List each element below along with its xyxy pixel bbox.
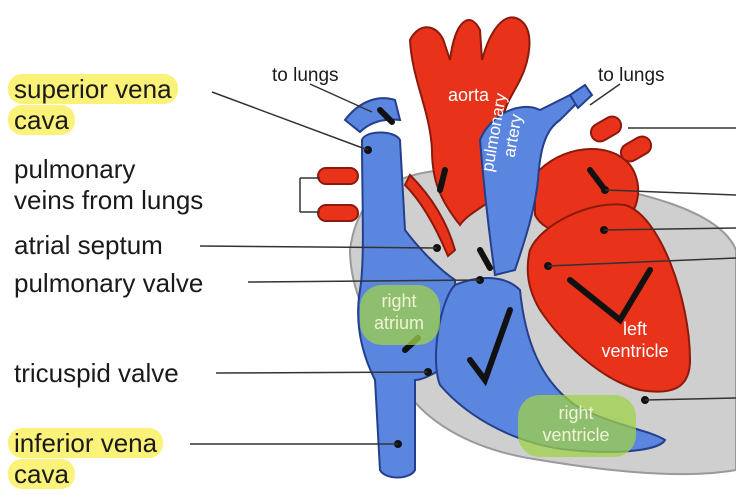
label-right-ventricle: right ventricle — [542, 403, 610, 445]
right-ventricle-highlight — [518, 395, 636, 457]
label-tricuspid-valve: tricuspid valve — [14, 358, 179, 388]
pulmonary-vein-right-1 — [589, 115, 623, 143]
label-right-atrium: right atrium — [373, 291, 424, 333]
right-ventricle-chamber — [434, 277, 667, 453]
to-lungs-vessel-right — [568, 83, 594, 110]
atrial-septum-wall — [403, 173, 457, 258]
pulmonary-vein-left-2 — [317, 204, 359, 222]
label-aorta: aorta — [448, 85, 490, 105]
pulmonary-vein-left-1 — [317, 167, 359, 185]
leader-lines — [190, 83, 736, 445]
right-atrium-highlight — [360, 285, 440, 345]
flow-arrows — [377, 107, 653, 387]
label-left-ventricle: left ventricle — [601, 319, 669, 361]
label-pulmonary-valve: pulmonary valve — [14, 268, 204, 298]
label-superior-vena-cava: superior vena cava — [8, 74, 178, 136]
pulmonary-vein-right-2 — [619, 135, 653, 163]
label-inferior-vena-cava: inferior vena cava — [8, 428, 164, 490]
pulmonary-artery — [478, 93, 582, 277]
label-to-lungs-right: to lungs — [598, 65, 665, 86]
label-to-lungs-left: to lungs — [272, 65, 339, 86]
label-pulmonary-veins: pulmonary veins from lungs — [14, 154, 204, 215]
label-atrial-septum: atrial septum — [14, 230, 163, 260]
left-ventricle — [526, 203, 692, 393]
